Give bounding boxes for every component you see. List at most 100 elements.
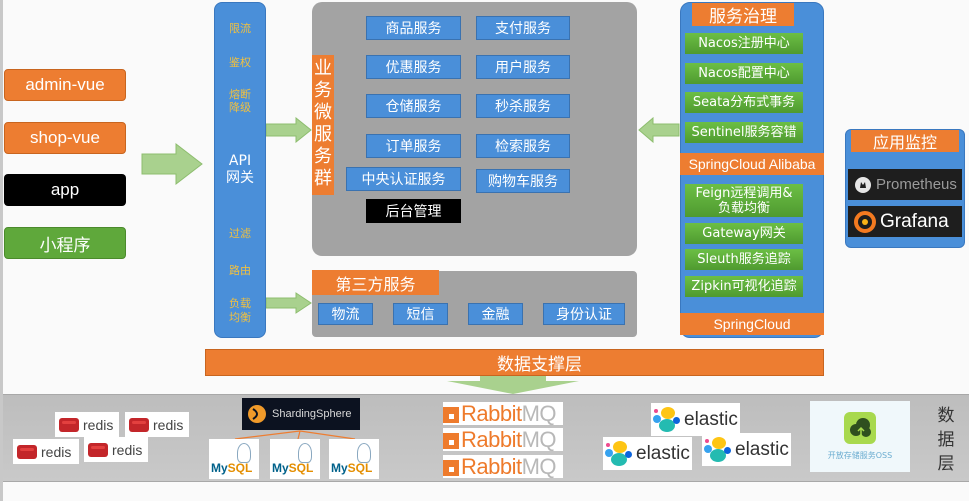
redis-label: redis <box>112 441 143 458</box>
service-cart: 购物车服务 <box>476 169 570 193</box>
rabbitmq-label: RabbitMQ <box>443 426 557 453</box>
gateway-title-2: 网关 <box>226 170 254 186</box>
grafana-label: Grafana <box>880 210 949 232</box>
gateway-feature-breaker-2: 降级 <box>229 101 251 114</box>
service-search: 检索服务 <box>476 134 570 158</box>
service-user: 用户服务 <box>476 55 570 79</box>
redis-label: redis <box>41 443 72 460</box>
client-app: app <box>4 174 126 206</box>
shard-arrows <box>234 430 356 440</box>
tag-char: 务 <box>314 80 332 101</box>
tag-char: 微 <box>314 102 332 123</box>
rabbitmq-logo: RabbitMQ <box>443 400 563 427</box>
mysql-dolphin-icon <box>298 443 312 463</box>
springcloud-alibaba-label: SpringCloud Alibaba <box>680 153 824 175</box>
third-party-title: 第三方服务 <box>312 270 439 295</box>
tag-char: 服 <box>314 124 332 145</box>
gateway-feature-limit: 限流 <box>229 22 251 35</box>
monitoring-title: 应用监控 <box>851 130 959 152</box>
springcloud-label: SpringCloud <box>680 313 824 335</box>
gov-nacos-config: Nacos配置中心 <box>685 63 803 84</box>
prometheus-label: Prometheus <box>876 176 957 193</box>
service-order: 订单服务 <box>366 134 461 158</box>
gateway-feature-breaker-1: 熔断 <box>229 88 251 101</box>
rabbitmq-label: RabbitMQ <box>443 400 557 427</box>
gateway-feature-auth: 鉴权 <box>229 56 251 69</box>
tag-char: 群 <box>314 168 332 189</box>
feign-line-1: Feign远程调用& <box>695 185 793 201</box>
rabbitmq-logo: RabbitMQ <box>443 454 563 480</box>
prometheus-logo: Prometheus <box>848 169 962 200</box>
redis-logo: redis <box>55 412 119 437</box>
service-seckill: 秒杀服务 <box>476 94 570 118</box>
mysql-my: My <box>211 461 228 475</box>
service-payment: 支付服务 <box>476 16 570 40</box>
mq-text: MQ <box>521 426 557 452</box>
elastic-label: elastic <box>684 408 738 430</box>
mysql-label: MySQL <box>211 461 252 475</box>
gateway-feature-lb-1: 负载 <box>229 297 251 310</box>
service-admin: 后台管理 <box>366 199 461 223</box>
arrow-right-icon <box>266 292 312 314</box>
service-warehouse: 仓储服务 <box>366 94 461 118</box>
mysql-label: MySQL <box>331 461 372 475</box>
mysql-sql: SQL <box>227 461 253 475</box>
shardingsphere-logo: ShardingSphere <box>242 398 360 430</box>
gov-seata: Seata分布式事务 <box>685 92 803 113</box>
elastic-icon <box>704 436 732 464</box>
service-coupon: 优惠服务 <box>366 55 461 79</box>
redis-logo: redis <box>84 437 148 462</box>
grafana-logo: Grafana <box>848 206 962 237</box>
frame-border <box>0 0 3 501</box>
rabbit-text: Rabbit <box>461 426 522 452</box>
elastic-logo: elastic <box>651 403 740 436</box>
label-char: 数 <box>937 406 955 426</box>
gov-zipkin: Zipkin可视化追踪 <box>685 276 803 297</box>
arrow-left-icon <box>638 117 680 143</box>
gov-nacos-registry: Nacos注册中心 <box>685 33 803 54</box>
redis-icon <box>129 417 149 432</box>
elastic-icon <box>605 440 633 468</box>
gateway-feature-route: 路由 <box>229 264 251 277</box>
rabbit-text: Rabbit <box>461 400 522 426</box>
mysql-label: MySQL <box>272 461 313 475</box>
mysql-logo: MySQL <box>329 439 379 479</box>
rabbitmq-logo: RabbitMQ <box>443 426 563 453</box>
redis-logo: redis <box>125 412 189 437</box>
shardingsphere-label: ShardingSphere <box>272 408 352 420</box>
api-gateway: 限流 鉴权 熔断 降级 API 网关 过滤 路由 负载 均衡 <box>214 2 266 338</box>
feign-line-2: 负载均衡 <box>717 200 770 216</box>
rabbitmq-label: RabbitMQ <box>443 454 557 480</box>
client-shop-vue: shop-vue <box>4 122 126 154</box>
oss-logo: 开放存储服务OSS <box>810 401 910 472</box>
label-char: 据 <box>937 430 955 450</box>
business-services-panel <box>312 2 637 256</box>
gateway-feature-filter: 过滤 <box>229 227 251 240</box>
arrow-right-icon <box>266 117 312 143</box>
service-central-auth: 中央认证服务 <box>346 167 461 191</box>
rabbitmq-icon <box>443 459 459 476</box>
redis-icon <box>59 417 79 432</box>
client-label: app <box>50 180 80 199</box>
mysql-sql: SQL <box>288 461 314 475</box>
elastic-icon <box>653 406 681 434</box>
oss-label: 开放存储服务OSS <box>827 451 893 460</box>
service-product: 商品服务 <box>366 16 461 40</box>
mysql-my: My <box>331 461 348 475</box>
mysql-dolphin-icon <box>237 443 251 463</box>
mysql-logo: MySQL <box>270 439 320 479</box>
elastic-logo: elastic <box>603 437 692 470</box>
gateway-feature-lb-2: 均衡 <box>229 311 251 324</box>
mysql-dolphin-icon <box>357 443 371 463</box>
arrow-down-icon <box>447 376 579 394</box>
rabbitmq-icon <box>443 432 459 449</box>
arrow-right-icon <box>141 142 203 186</box>
rabbitmq-icon <box>443 406 459 423</box>
client-label: admin-vue <box>25 75 105 94</box>
tag-char: 业 <box>314 58 332 79</box>
mq-text: MQ <box>521 400 557 426</box>
client-admin-vue: admin-vue <box>4 69 126 101</box>
data-layer-label: 数 据 层 <box>934 404 958 476</box>
redis-icon <box>17 444 37 459</box>
mysql-logo: MySQL <box>209 439 259 479</box>
